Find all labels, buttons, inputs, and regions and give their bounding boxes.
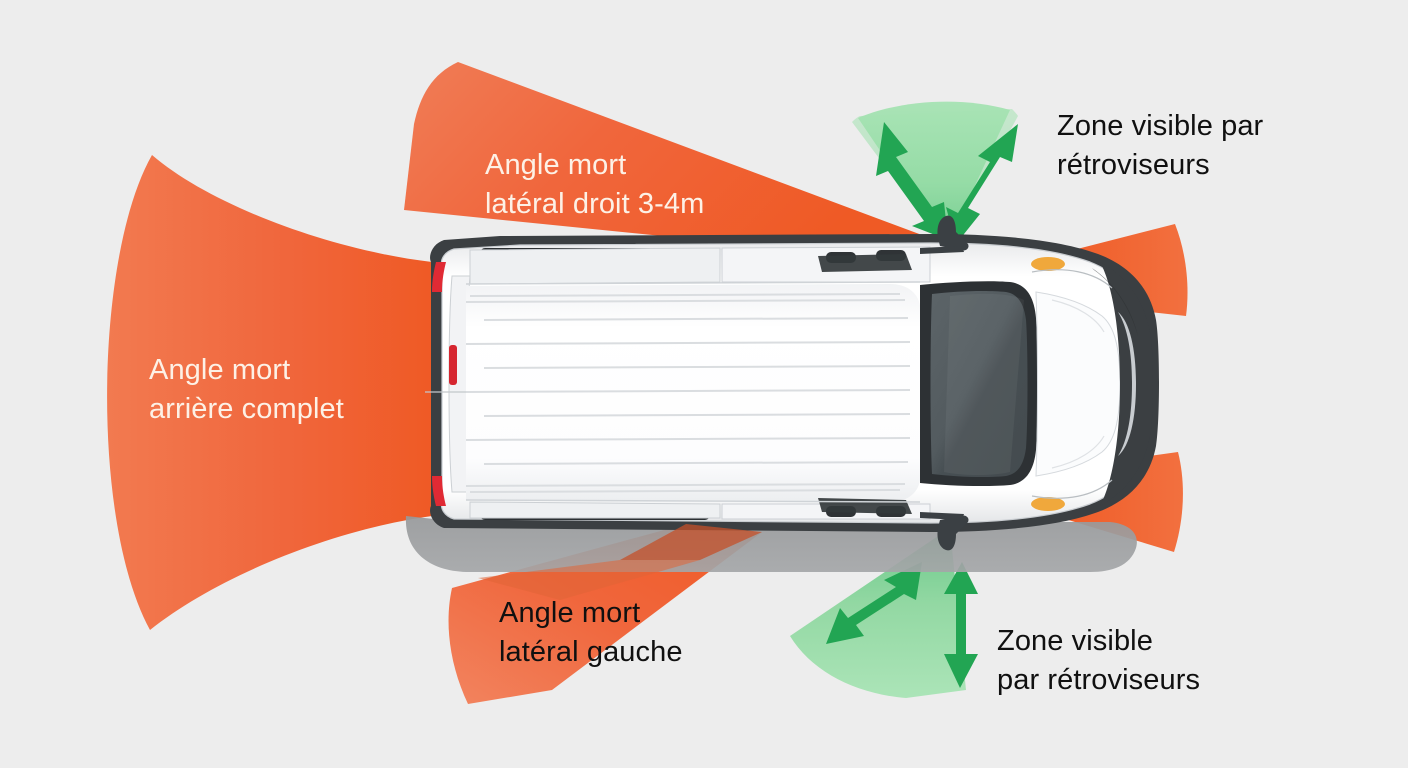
roof-ribs (465, 293, 911, 493)
fender-top (1031, 269, 1113, 289)
right-side-blind-spot-cone (404, 62, 930, 254)
taillight-rear-top (432, 262, 446, 292)
side-window-bottom (818, 498, 912, 514)
side-mirror-top (937, 215, 969, 251)
mirror-arrow-bottom-left (826, 562, 922, 644)
side-mirror-bottom (937, 515, 969, 551)
roof-cargo-area (466, 284, 920, 502)
left-side-cone-overlay (620, 524, 762, 560)
front-bumper (1100, 262, 1153, 506)
indicator-top (1031, 257, 1065, 271)
fender-bottom (1031, 479, 1113, 499)
hood-crease-2 (1051, 435, 1105, 469)
hood (1035, 291, 1121, 477)
side-window-top (818, 254, 912, 272)
side-mirror-top-arm (920, 246, 964, 254)
mirror-arrow-bottom-right (944, 562, 978, 688)
taillight-rear-bottom (432, 476, 446, 506)
rear-brake-light (449, 345, 457, 385)
hood-crease (1051, 299, 1105, 333)
side-mirror-bottom-arm (920, 512, 964, 520)
van-top-view (425, 215, 1159, 551)
side-panel-top (469, 247, 721, 285)
rear-blind-spot-cone (107, 155, 432, 630)
roof-edge-bottom (465, 499, 921, 503)
windshield-glass (930, 290, 1028, 478)
mirror-arrow-top-right (946, 124, 1018, 244)
front-grille-slot (1118, 312, 1136, 456)
indicator-bottom (1031, 497, 1065, 511)
windshield-highlight (944, 293, 1024, 475)
roof-edge-top (465, 281, 921, 285)
side-panel-bottom (469, 501, 721, 519)
left-side-cone-overlay-2 (478, 560, 700, 600)
mirror-arrow-top-left (876, 122, 948, 240)
